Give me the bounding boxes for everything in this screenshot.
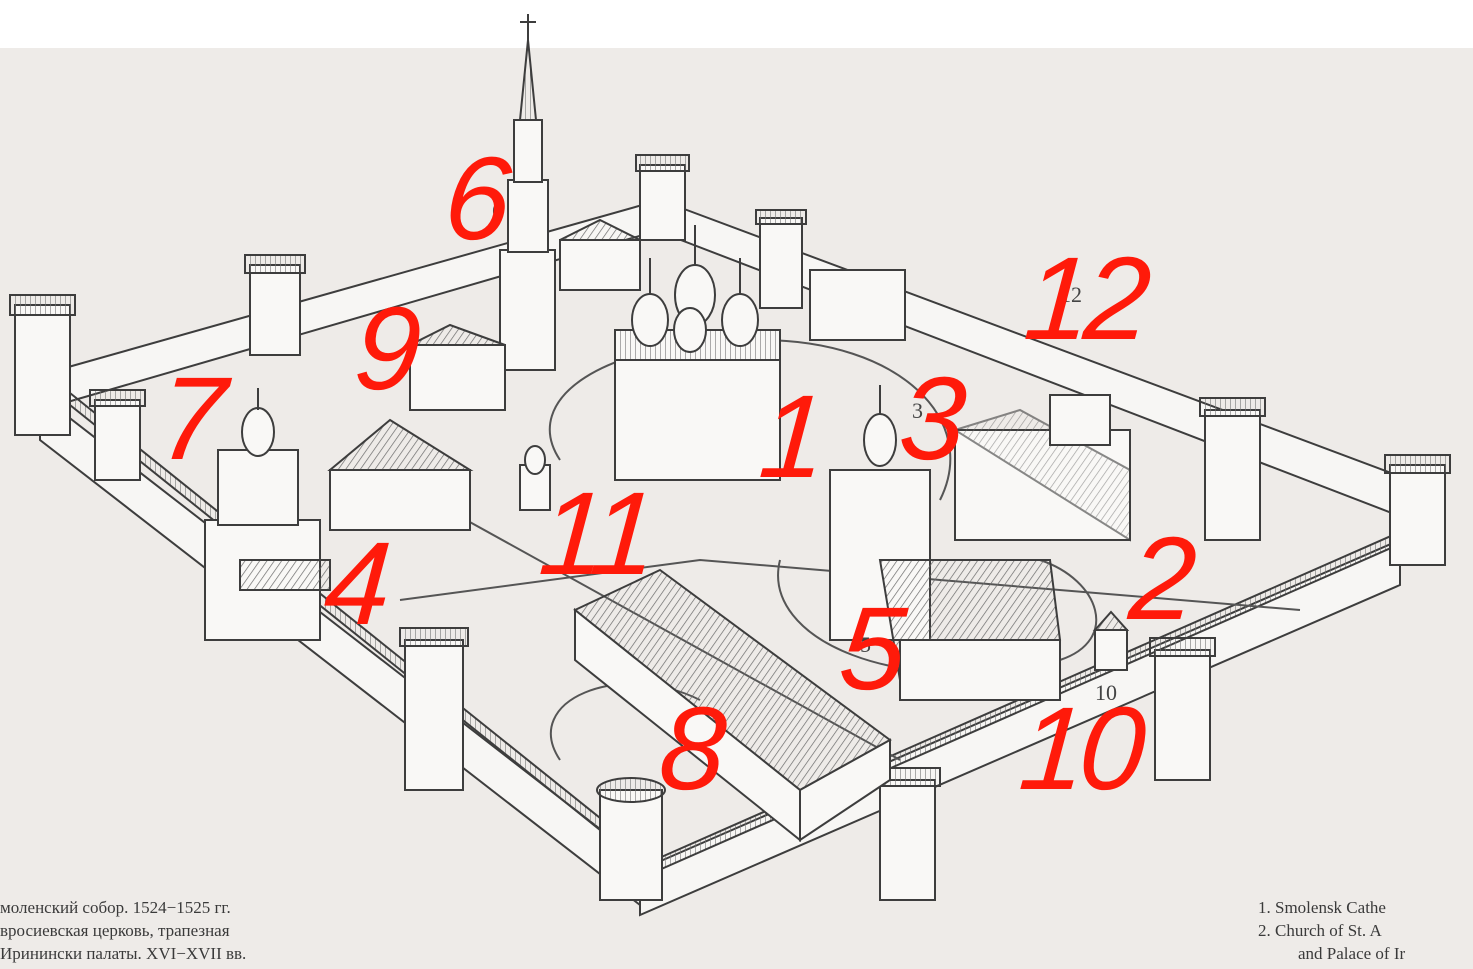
caption-en-line: and Palace of Ir xyxy=(1258,942,1473,965)
caption-ru-line: Иринински палаты. XVI−XVII вв. xyxy=(0,942,400,965)
marker-1: 1 xyxy=(756,378,824,496)
marker-8: 8 xyxy=(656,690,724,808)
caption-ru-line: вросиевская церковь, трапезная xyxy=(0,919,400,942)
marker-2: 2 xyxy=(1126,520,1194,638)
marker-4: 4 xyxy=(321,525,389,643)
marker-5: 5 xyxy=(836,590,904,708)
marker-10: 10 xyxy=(1016,690,1144,808)
caption-russian: моленский собор. 1524−1525 гг. вросиевск… xyxy=(0,896,400,965)
marker-7: 7 xyxy=(156,360,224,478)
marker-6: 6 xyxy=(441,140,509,258)
caption-en-line: 2. Church of St. A xyxy=(1258,919,1473,942)
caption-english: 1. Smolensk Cathe 2. Church of St. A and… xyxy=(1258,896,1473,965)
caption-ru-line: моленский собор. 1524−1525 гг. xyxy=(0,896,400,919)
marker-12: 12 xyxy=(1021,240,1149,358)
caption-en-line: 1. Smolensk Cathe xyxy=(1258,896,1473,919)
marker-9: 9 xyxy=(351,290,419,408)
marker-3: 3 xyxy=(896,360,964,478)
marker-11: 11 xyxy=(536,475,655,593)
